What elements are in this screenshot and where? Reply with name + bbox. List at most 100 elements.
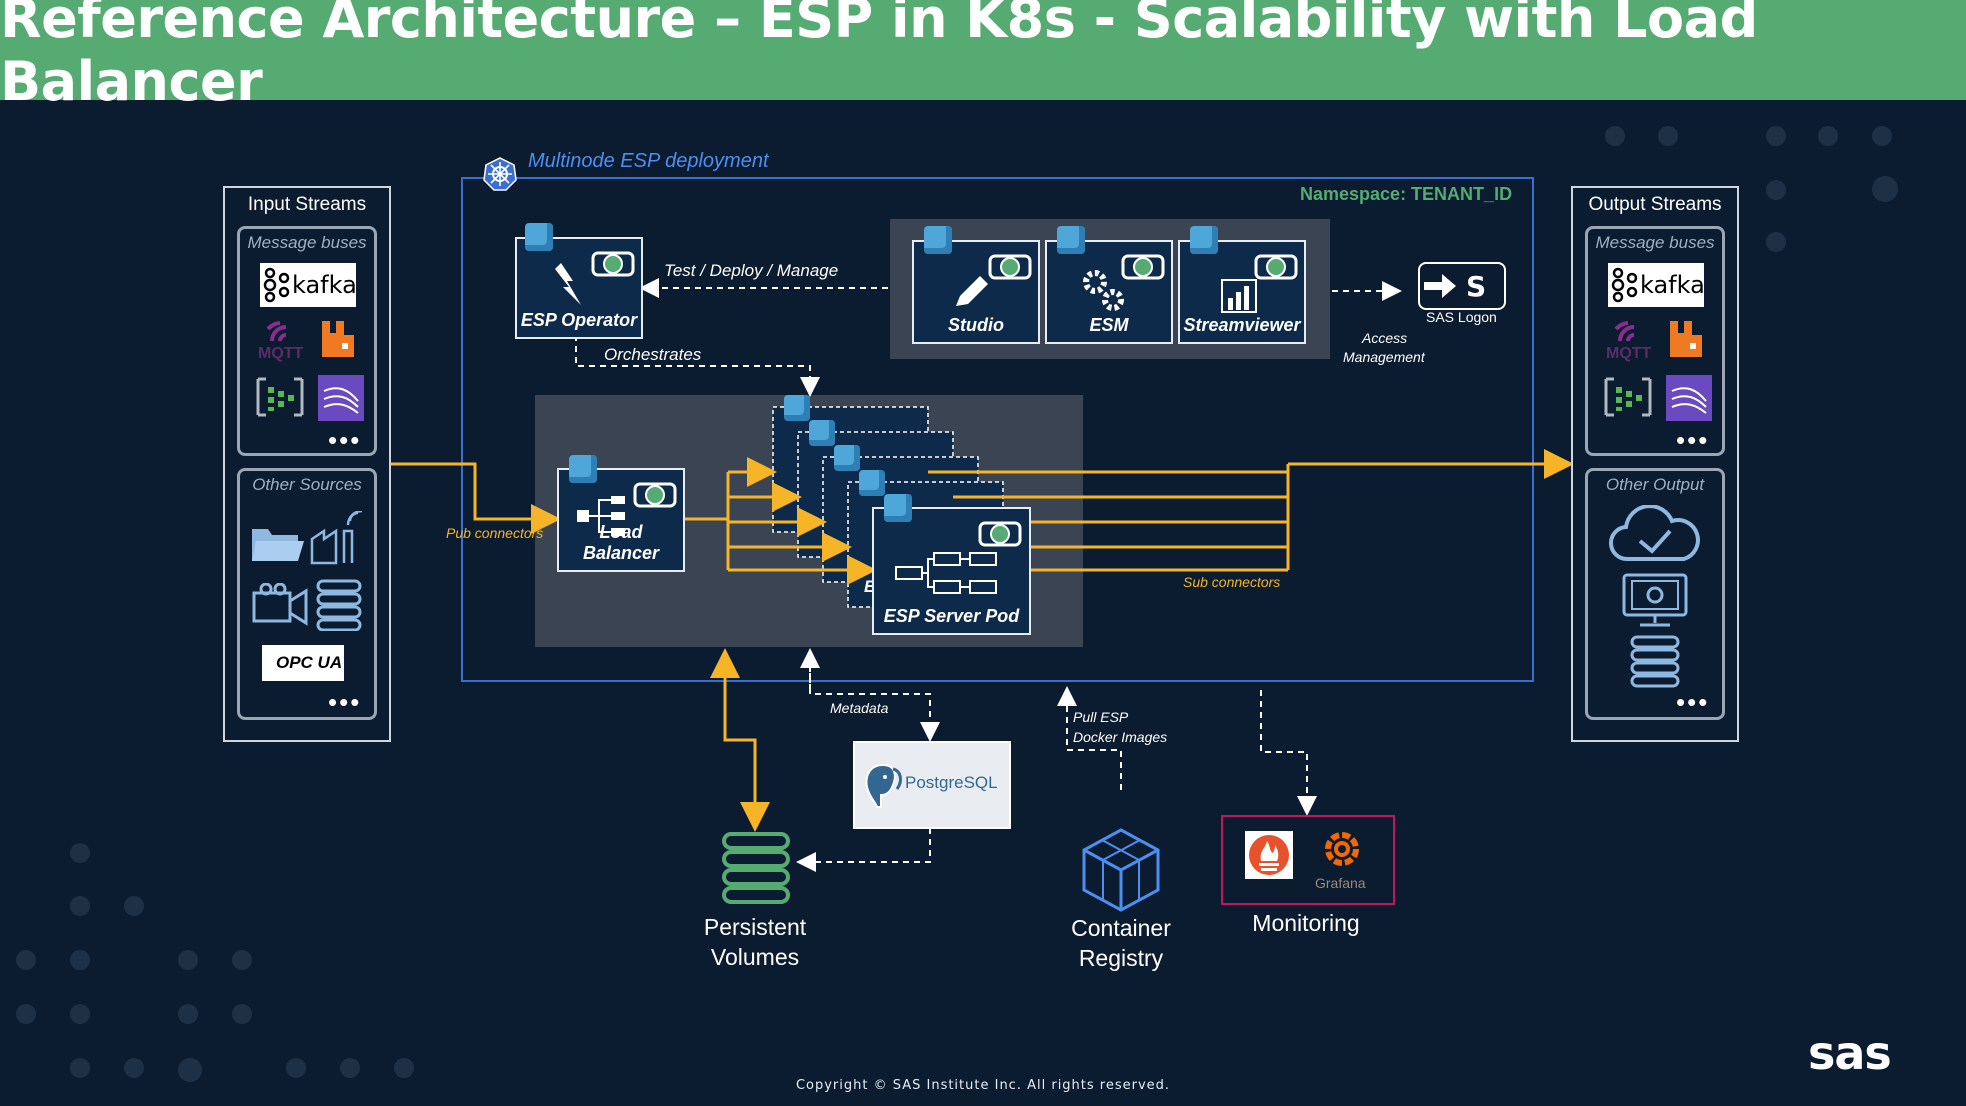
pub-connector-line — [390, 462, 561, 534]
folder-icon — [250, 521, 306, 565]
container-registry-label: Container Registry — [1045, 913, 1197, 973]
grafana-text: Grafana — [1315, 875, 1366, 891]
cube-icon — [809, 420, 835, 446]
streamviewer-label: Streamviewer — [1183, 315, 1301, 335]
persistent-volumes-line2: Volumes — [710, 944, 800, 970]
management-label: Management — [1343, 349, 1425, 365]
esp-operator-label: ESP Operator — [520, 310, 638, 330]
more-message-buses-icon: ••• — [1676, 425, 1710, 455]
opc-ua-text: OPC UA — [276, 653, 343, 672]
cube-icon — [1190, 226, 1218, 254]
orchestrates-label: Orchestrates — [604, 345, 702, 364]
rabbitmq-icon — [1666, 319, 1706, 359]
cube-icon — [924, 226, 952, 254]
svg-text:S: S — [1466, 270, 1486, 303]
cube-icon — [884, 494, 912, 522]
hierarchy-icon — [577, 496, 625, 536]
cloud-icon — [1608, 504, 1702, 565]
kafka-icon — [263, 267, 290, 303]
message-buses-title: Message buses — [247, 233, 367, 252]
sas-logon-label: SAS Logon — [1426, 309, 1497, 325]
cube-icon — [569, 455, 597, 483]
azure-event-hubs-icon — [1602, 375, 1654, 419]
kinesis-icon — [1666, 375, 1712, 421]
output-message-buses-panel: Message buses kafka MQTT ••• — [1585, 226, 1725, 456]
rabbitmq-icon — [318, 319, 358, 359]
esp-camera-icon — [591, 251, 635, 277]
sub-connectors-label: Sub connectors — [1183, 574, 1281, 590]
load-balancer-label: Load Balancer — [582, 522, 660, 563]
kafka-icon — [1611, 267, 1638, 303]
more-sources-icon: ••• — [328, 687, 362, 717]
esp-camera-icon — [1254, 254, 1298, 280]
esm-node: ESM — [1045, 240, 1173, 344]
dashed-links — [575, 278, 1402, 872]
mqtt-logo: MQTT — [1606, 321, 1654, 367]
output-streams-panel: Output Streams Message buses kafka MQTT — [1571, 186, 1739, 742]
persistent-volumes-line1: Persistent — [703, 914, 807, 940]
esp-camera-icon — [978, 521, 1022, 547]
cube-icon — [784, 395, 810, 421]
esm-label: ESM — [1089, 315, 1129, 335]
database-icon — [314, 579, 364, 632]
kubernetes-icon — [482, 156, 518, 192]
other-output-title: Other Output — [1605, 475, 1705, 494]
prometheus-icon — [1245, 831, 1293, 879]
container-registry-icon — [1080, 826, 1162, 912]
esp-camera-icon — [988, 254, 1032, 280]
flow-graph-icon — [895, 552, 997, 594]
persistent-volumes-icon — [720, 832, 792, 904]
lightning-icon — [555, 263, 581, 305]
other-sources-title: Other Sources — [252, 475, 362, 494]
sas-logo: sas — [1808, 1026, 1892, 1080]
mqtt-logo: MQTT — [258, 321, 306, 367]
container-registry-line1: Container — [1071, 915, 1171, 941]
cube-icon — [859, 470, 885, 496]
azure-event-hubs-icon — [254, 375, 306, 419]
postgresql-text: PostgreSQL — [905, 773, 998, 792]
monitoring-label: Monitoring — [1252, 910, 1360, 936]
kafka-logo: kafka — [260, 263, 357, 307]
mqtt-text: MQTT — [1606, 345, 1652, 362]
load-balancer-node: Load Balancer — [557, 468, 685, 572]
esp-operator-node: ESP Operator — [515, 237, 643, 339]
mqtt-icon — [1614, 321, 1635, 342]
more-message-buses-icon: ••• — [328, 425, 362, 455]
other-sources-panel: Other Sources OPC UA ••• — [237, 468, 377, 720]
postgresql-box: PostgreSQL — [853, 741, 1011, 829]
container-registry-line2: Registry — [1078, 945, 1164, 971]
output-message-buses-title: Message buses — [1595, 233, 1715, 252]
opc-ua-logo: OPC UA — [262, 645, 344, 681]
esp-server-pod-node: ESP Server Pod — [872, 507, 1031, 635]
esp-server-pod-label: ESP Server Pod — [883, 606, 1020, 626]
access-label: Access — [1362, 330, 1408, 346]
more-outputs-icon: ••• — [1676, 687, 1710, 717]
cube-icon — [525, 223, 553, 251]
gears-icon — [1083, 270, 1124, 311]
mqtt-text: MQTT — [258, 345, 304, 362]
esp-camera-icon — [633, 482, 677, 508]
output-streams-title: Output Streams — [1588, 194, 1722, 215]
input-message-buses-panel: Message buses kafka MQTT ••• — [237, 226, 377, 456]
other-output-panel: Other Output ••• — [1585, 468, 1725, 720]
kafka-logo: kafka — [1608, 263, 1705, 307]
pv-link — [710, 648, 770, 832]
page-title: Reference Architecture – ESP in K8s - Sc… — [0, 0, 1758, 113]
input-streams-panel: Input Streams Message buses kafka MQTT — [223, 186, 391, 742]
factory-icon — [308, 509, 368, 567]
cube-icon — [834, 445, 860, 471]
grafana-icon — [1319, 829, 1365, 871]
kafka-text: kafka — [292, 271, 357, 299]
pull-esp-label: Pull ESP — [1073, 709, 1129, 725]
studio-node: Studio — [912, 240, 1040, 344]
input-streams-title: Input Streams — [247, 194, 367, 215]
monitoring-box: Grafana — [1221, 815, 1395, 905]
monitor-icon — [1620, 571, 1690, 631]
copyright-text: Copyright © SAS Institute Inc. All right… — [795, 1078, 1171, 1093]
deployment-boundary — [461, 177, 1534, 682]
metadata-label: Metadata — [830, 700, 889, 716]
deployment-title: Multinode ESP deployment — [528, 150, 769, 172]
pub-connectors-label: Pub connectors — [446, 525, 544, 541]
database-icon — [1628, 635, 1682, 689]
streamviewer-node: Streamviewer — [1178, 240, 1306, 344]
